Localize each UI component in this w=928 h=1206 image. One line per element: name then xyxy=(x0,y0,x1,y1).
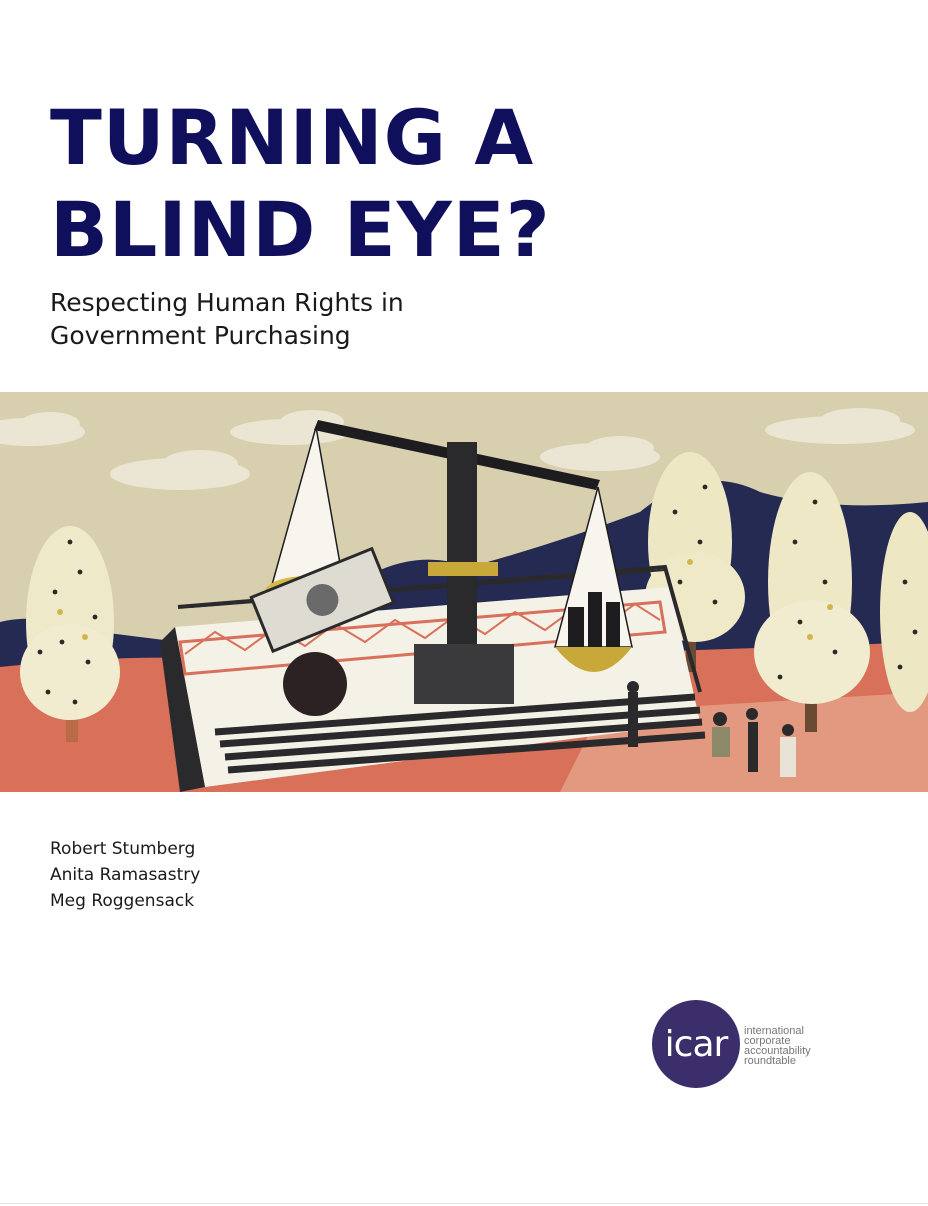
trees xyxy=(20,452,928,742)
cover-illustration xyxy=(0,392,928,792)
author-list: Robert Stumberg Anita Ramasastry Meg Rog… xyxy=(50,836,200,914)
report-title: TURNING A BLIND EYE? xyxy=(50,92,551,276)
title-line-2: BLIND EYE? xyxy=(50,185,551,274)
page-bottom-rule xyxy=(0,1203,928,1204)
icar-logo-mark: icar xyxy=(652,1000,740,1088)
logo-name-line: accountability xyxy=(744,1045,811,1057)
people xyxy=(627,681,796,777)
author-name: Anita Ramasastry xyxy=(50,865,201,885)
title-line-1: TURNING A xyxy=(50,93,535,182)
subtitle-line-1: Respecting Human Rights in xyxy=(50,288,404,317)
author-name: Robert Stumberg xyxy=(50,839,196,859)
author-name: Meg Roggensack xyxy=(50,891,195,911)
logo-name-line: international xyxy=(744,1025,804,1037)
icar-logo: icar international corporate accountabil… xyxy=(652,1000,852,1090)
subtitle-line-2: Government Purchasing xyxy=(50,321,351,350)
icar-logo-name: international corporate accountability r… xyxy=(744,1025,811,1067)
balance-scale xyxy=(249,420,633,704)
clouds xyxy=(0,408,915,490)
report-subtitle: Respecting Human Rights in Government Pu… xyxy=(50,286,404,352)
logo-name-line: roundtable xyxy=(744,1055,796,1067)
logo-name-line: corporate xyxy=(744,1035,791,1047)
